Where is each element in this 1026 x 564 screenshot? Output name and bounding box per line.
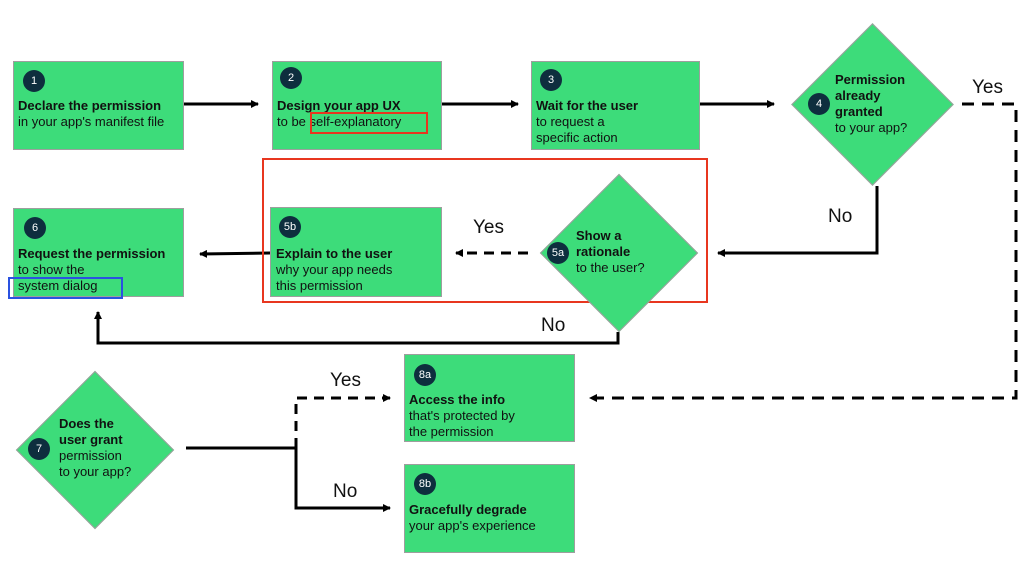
step-badge: 5a [547, 242, 569, 264]
step-badge: 4 [808, 93, 830, 115]
step-line: to the user? [576, 260, 645, 275]
step-4-text: Permission already granted to your app? [835, 72, 935, 136]
step-5b-text: Explain to the user why your app needs t… [276, 246, 441, 294]
step-badge: 8a [414, 364, 436, 386]
edge-label-4-yes: Yes [972, 77, 1003, 98]
arrow-4-no-to-5a [717, 186, 879, 257]
step-badge: 7 [28, 438, 50, 460]
step-line: permission [59, 448, 122, 463]
step-line: to your app? [835, 120, 908, 135]
step-3-text: Wait for the user to request a specific … [536, 98, 701, 146]
highlight-system-dialog [8, 277, 123, 299]
step-line: specific action [536, 130, 618, 145]
step-line: to your app? [59, 464, 132, 479]
edge-label-7-yes: Yes [330, 370, 361, 391]
step-title: Declare the permission [18, 98, 162, 113]
step-title: Does the [59, 416, 114, 431]
step-badge: 2 [280, 67, 302, 89]
arrow-7-no-to-8b [186, 446, 391, 512]
step-6-text: Request the permission to show the syste… [18, 246, 190, 294]
edge-label-4-no: No [828, 206, 853, 227]
edge-label-7-no: No [333, 481, 358, 502]
highlight-rationale-section [262, 158, 708, 303]
step-title: Explain to the user [276, 246, 393, 261]
step-title: Wait for the user [536, 98, 639, 113]
step-title: Gracefully degrade [409, 502, 527, 517]
step-2-text: Design your app UX to be self-explanator… [277, 98, 447, 130]
edge-label-5a-yes: Yes [473, 217, 504, 238]
step-badge: 6 [24, 217, 46, 239]
step-3-box [531, 61, 700, 150]
step-badge: 8b [414, 473, 436, 495]
arrow-4-yes-to-8a [589, 102, 1018, 402]
step-badge: 3 [540, 69, 562, 91]
step-title: granted [835, 104, 883, 119]
step-title: rationale [576, 244, 631, 259]
step-title: Show a [576, 228, 622, 243]
edge-label-5a-no: No [541, 315, 566, 336]
step-line: to be self-explanatory [277, 114, 447, 130]
step-line: your app's experience [409, 518, 536, 533]
step-line: that's protected by [409, 408, 515, 423]
highlight-self-explanatory [310, 112, 428, 134]
step-8a-text: Access the info that's protected by the … [409, 392, 574, 440]
step-badge: 1 [23, 70, 45, 92]
step-title: Design your app UX [277, 98, 401, 113]
arrow-5b-to-6 [199, 249, 271, 258]
step-title: Access the info [409, 392, 506, 407]
step-line: why your app needs [276, 262, 393, 277]
step-line: this permission [276, 278, 363, 293]
highlighted-term: self-explanatory [309, 114, 402, 129]
step-1-text: Declare the permission in your app's man… [18, 98, 188, 130]
step-title: user grant [59, 432, 123, 447]
step-title: Permission [835, 72, 906, 87]
step-7-text: Does the user grant permission to your a… [59, 416, 159, 480]
arrow-5a-no-to-6 [94, 311, 620, 345]
step-line: to show the [18, 262, 85, 277]
step-line: in your app's manifest file [18, 114, 165, 129]
step-8b-text: Gracefully degrade your app's experience [409, 502, 574, 534]
step-line: to request a [536, 114, 605, 129]
step-title: already [835, 88, 881, 103]
step-line: the permission [409, 424, 494, 439]
step-line-prefix: to be [277, 114, 310, 129]
step-badge: 5b [279, 216, 301, 238]
step-title: Request the permission [18, 246, 166, 261]
step-5a-text: Show a rationale to the user? [576, 228, 676, 276]
highlighted-term: system dialog [18, 278, 98, 293]
arrow-7-yes-to-8a [294, 394, 391, 448]
